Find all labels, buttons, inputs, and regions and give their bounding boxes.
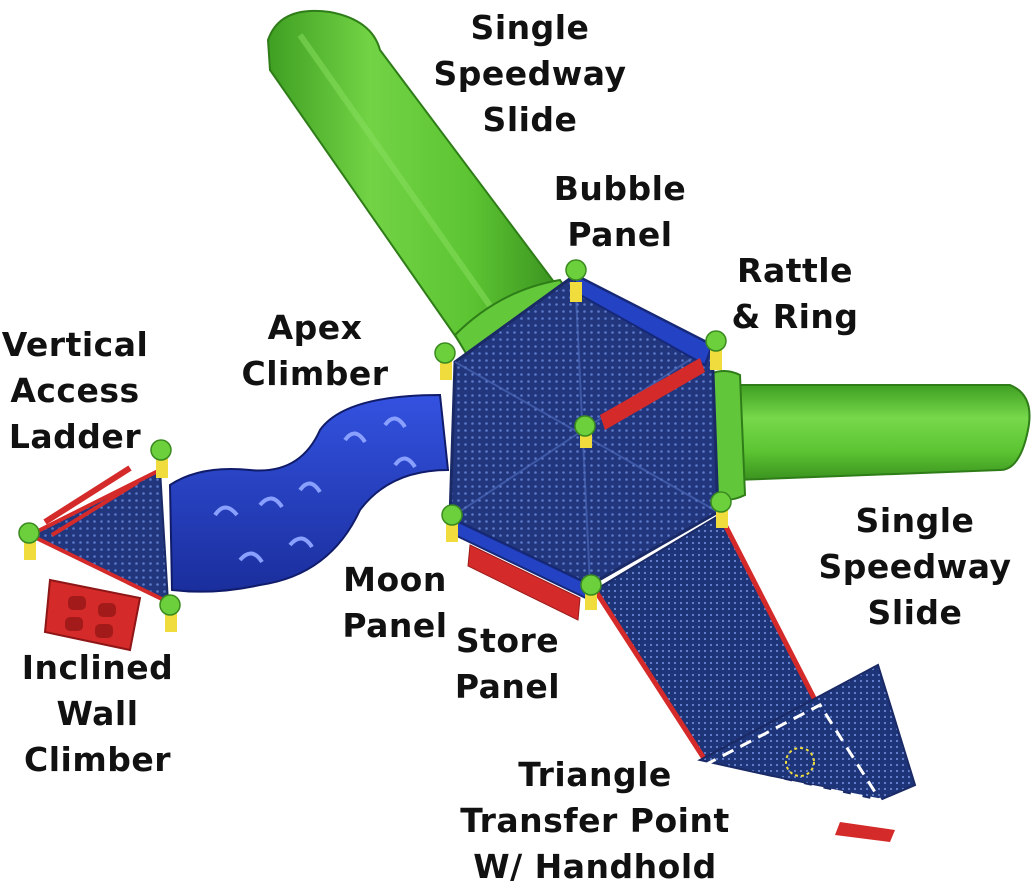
label-line: Panel [567,215,673,254]
label-line: Store [455,621,560,660]
label-rattle-ring: Rattle & Ring [710,248,880,340]
label-bubble-panel: Bubble Panel [530,166,710,258]
label-single-speedway-slide-top: Single Speedway Slide [420,5,640,143]
label-line: Speedway [433,54,627,93]
apex-climber [168,393,450,593]
label-line: Single [470,8,590,47]
label-line: Climber [241,354,389,393]
label-moon-panel: Moon Panel [330,557,460,649]
label-line: Rattle [737,251,853,290]
label-line: Triangle [518,755,672,794]
label-inclined-wall-climber: Inclined Wall Climber [5,645,190,783]
label-line: Vertical [1,325,149,364]
label-line: Ladder [8,417,142,456]
label-line: Slide [867,593,963,632]
label-store-panel: Store Panel [445,618,570,710]
label-triangle-transfer-point: Triangle Transfer Point W/ Handhold [450,752,740,890]
label-line: Panel [454,667,561,706]
label-line: Transfer Point [460,801,730,840]
inclined-wall-climber [43,578,142,652]
label-line: & Ring [731,297,859,336]
rattle-ring-frame [600,358,705,430]
label-line: Slide [482,100,578,139]
left-triangle-deck [27,468,170,604]
label-single-speedway-slide-right: Single Speedway Slide [800,498,1030,636]
triangle-transfer-point [697,663,917,842]
label-line: Single [855,501,975,540]
label-vertical-access-ladder: Vertical Access Ladder [0,322,150,460]
label-line: Apex [267,308,363,347]
label-line: Wall [56,694,139,733]
label-line: Climber [23,740,171,779]
label-line: Inclined [21,648,174,687]
label-line: Access [10,371,140,410]
store-panel [467,544,581,621]
label-line: Bubble [553,169,687,208]
label-line: Speedway [818,547,1012,586]
slide-right [698,370,1031,501]
posts [18,259,732,632]
label-line: Moon [343,560,447,599]
label-line: Panel [342,606,448,645]
label-line: W/ Handhold [473,847,717,886]
label-apex-climber: Apex Climber [225,305,405,397]
vertical-access-ladder [43,465,140,537]
